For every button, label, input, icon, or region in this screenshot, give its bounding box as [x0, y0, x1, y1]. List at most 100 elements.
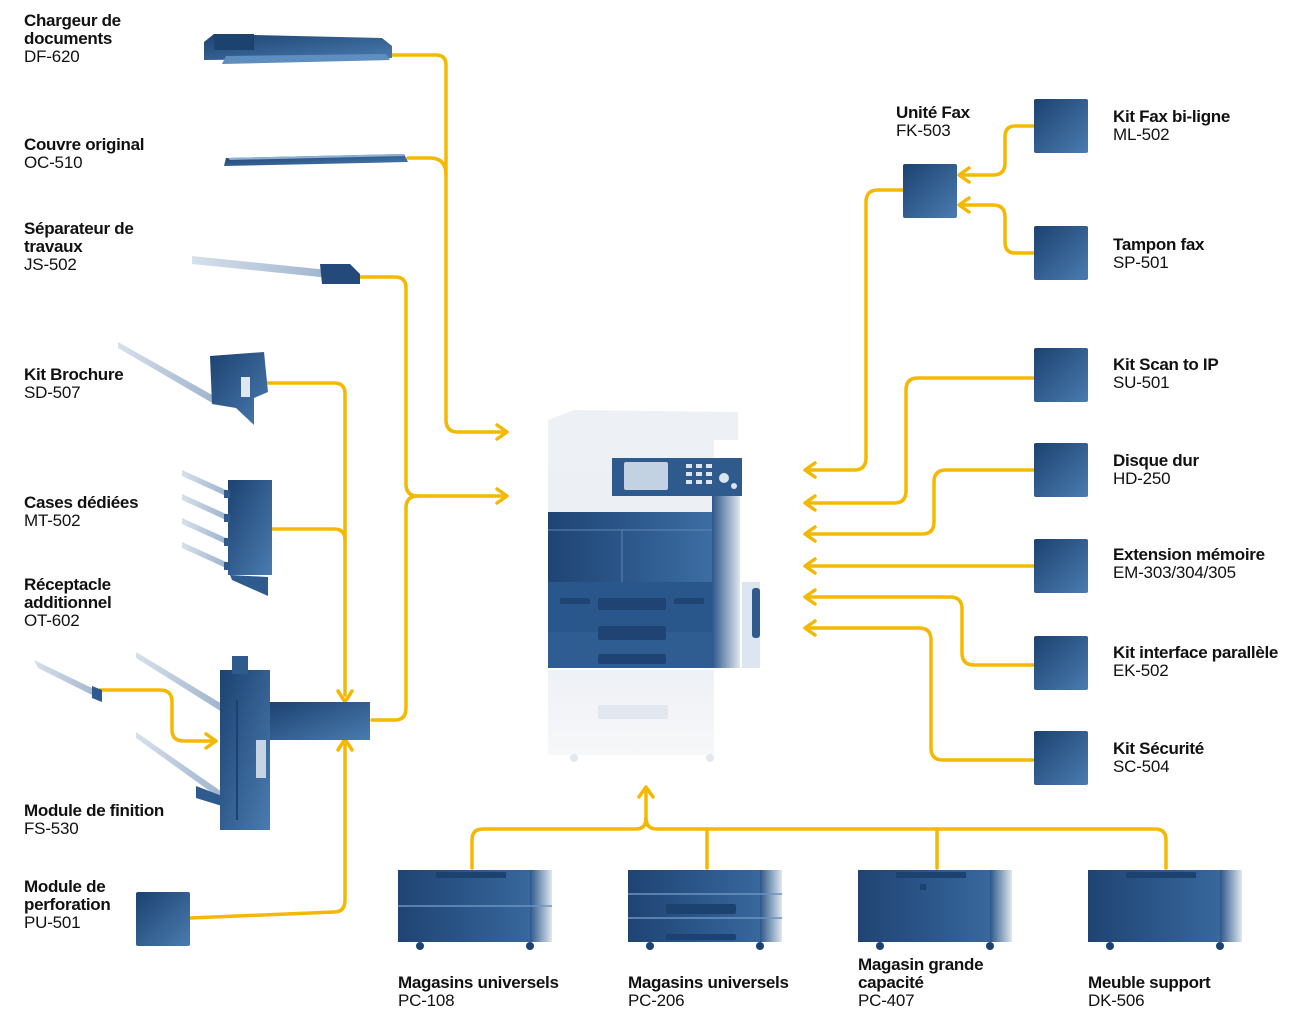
option-code: HD-250	[1113, 469, 1171, 488]
label-su501: Kit Scan to IP SU-501	[1113, 355, 1219, 392]
option-code: SU-501	[1113, 373, 1170, 392]
option-code: PC-206	[628, 991, 685, 1010]
arrow-to-fax-2	[957, 196, 971, 214]
option-name: Kit Sécurité	[1113, 739, 1204, 758]
fs530-illustration	[136, 652, 370, 830]
option-code: EK-502	[1113, 661, 1169, 680]
arrow-to-copier-2	[495, 487, 509, 505]
label-hd250: Disque dur HD-250	[1113, 452, 1199, 488]
option-code: OT-602	[24, 611, 80, 630]
option-name: Meuble support	[1088, 973, 1211, 992]
wire-sc504	[806, 626, 1036, 762]
arrow-to-copier-1	[495, 423, 509, 441]
option-name: Magasins universels	[398, 973, 559, 992]
option-name: Extension mémoire	[1113, 545, 1265, 564]
option-name: Couvre original	[24, 135, 145, 154]
option-name: Module de perforation	[24, 877, 111, 914]
wire-fs530	[370, 494, 420, 722]
sd507-illustration	[118, 342, 268, 425]
hd250-box	[1034, 443, 1088, 497]
label-pu501: Module de perforation PU-501	[24, 878, 134, 932]
js502-illustration	[192, 256, 360, 284]
wire-bus	[644, 816, 1168, 870]
label-ot602: Réceptacle additionnel OT-602	[24, 576, 134, 630]
pc407-illustration	[858, 870, 1012, 950]
copier-main-unit	[548, 410, 760, 762]
option-name: Magasins universels	[628, 973, 789, 992]
su501-box	[1034, 348, 1088, 402]
option-code: DK-506	[1088, 991, 1145, 1010]
option-name: Module de finition	[24, 801, 165, 820]
wire-df620	[390, 53, 507, 434]
pc108-illustration	[398, 870, 552, 950]
label-df620: Chargeur de documents DF-620	[24, 12, 154, 66]
wire-mt502	[270, 527, 347, 542]
arrows-right	[803, 166, 971, 637]
fk503-box	[903, 164, 957, 218]
label-em303: Extension mémoire EM-303/304/305	[1113, 546, 1265, 582]
option-name: Kit interface parallèle	[1113, 643, 1279, 662]
right-boxes	[903, 99, 1088, 785]
option-code: FS-530	[24, 819, 79, 838]
label-ml502: Kit Fax bi-ligne ML-502	[1113, 108, 1230, 144]
option-code: DF-620	[24, 47, 80, 66]
arrow-to-ot602	[204, 732, 218, 750]
option-code: PU-501	[24, 913, 81, 932]
option-code: SC-504	[1113, 757, 1170, 776]
arrow-to-copier-bottom	[637, 785, 655, 799]
wire-fk503	[806, 188, 905, 472]
wire-sd507	[266, 381, 347, 697]
wire-su501	[806, 376, 1036, 505]
oc510-illustration	[224, 154, 408, 166]
option-name: Kit Scan to IP	[1113, 355, 1219, 374]
option-name: Cases dédiées	[24, 493, 139, 512]
ot602-illustration	[34, 660, 102, 702]
option-name: Kit Fax bi-ligne	[1113, 107, 1231, 126]
mt502-illustration	[182, 470, 272, 596]
em303-box	[1034, 539, 1088, 593]
wire-oc510	[406, 156, 448, 177]
label-sd507: Kit Brochure SD-507	[24, 365, 124, 402]
option-code: SP-501	[1113, 253, 1169, 272]
label-pc108: Magasins universels PC-108	[398, 974, 559, 1010]
wire-pu501	[188, 743, 347, 920]
pc206-illustration	[628, 870, 782, 950]
dk506-illustration	[1088, 870, 1242, 950]
ek502-box	[1034, 636, 1088, 690]
option-code: OC-510	[24, 153, 83, 172]
connectors-left	[98, 53, 507, 920]
label-sp501: Tampon fax SP-501	[1113, 236, 1204, 272]
option-code: PC-108	[398, 991, 455, 1010]
option-code: PC-407	[858, 991, 915, 1010]
option-name: Kit Brochure	[24, 365, 124, 384]
label-fs530: Module de finition FS-530	[24, 802, 164, 838]
arrow-to-fax-1	[957, 166, 971, 184]
sp501-box	[1034, 226, 1088, 280]
option-code: JS-502	[24, 255, 77, 274]
label-mt502: Cases dédiées MT-502	[24, 493, 139, 530]
connectors-bottom	[470, 785, 1168, 870]
option-name: Magasin grande capacité	[858, 955, 984, 992]
label-pc407: Magasin grande capacité PC-407	[858, 956, 988, 1010]
option-code: SD-507	[24, 383, 81, 402]
label-pc206: Magasins universels PC-206	[628, 974, 789, 1010]
wire-ml502	[960, 124, 1036, 177]
label-js502: Séparateur de travaux JS-502	[24, 220, 164, 274]
connectors-right	[806, 124, 1036, 762]
wire-js502	[358, 275, 507, 498]
option-name: Disque dur	[1113, 451, 1199, 470]
wire-sp501	[960, 203, 1036, 255]
label-ek502: Kit interface parallèle EK-502	[1113, 644, 1278, 680]
option-code: MT-502	[24, 511, 81, 530]
wire-pc108	[470, 788, 648, 870]
option-code: FK-503	[896, 121, 951, 140]
option-name: Unité Fax	[896, 103, 970, 122]
label-fk503: Unité Fax FK-503	[896, 104, 970, 140]
df620-illustration	[204, 34, 392, 64]
wire-ek502	[806, 595, 1036, 667]
wire-hd250	[806, 468, 1036, 536]
option-name: Chargeur de documents	[24, 11, 121, 48]
pu501-illustration	[136, 892, 190, 946]
